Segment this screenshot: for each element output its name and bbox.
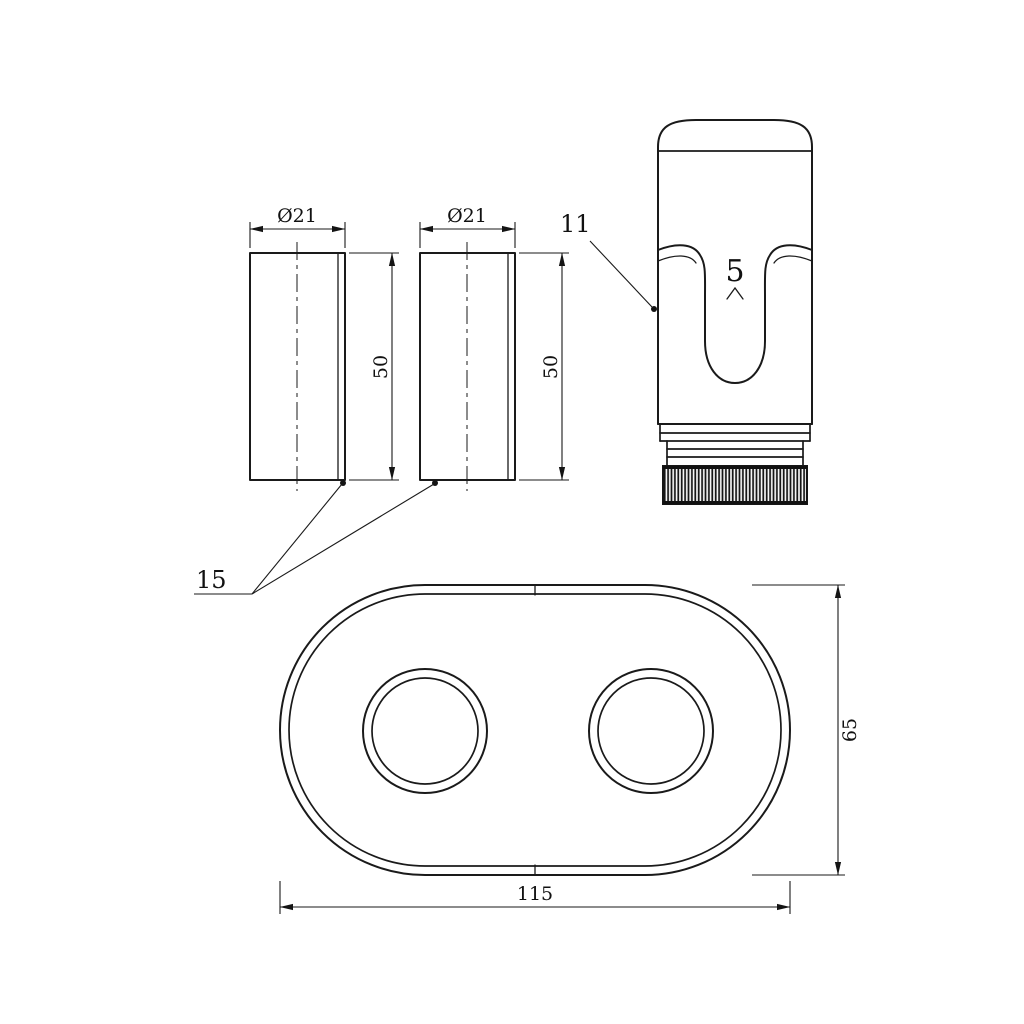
pipe-hole-left-inner [371, 677, 479, 785]
pipe-sleeve-left: Ø21 50 [249, 205, 399, 491]
dim-text-sleeve-right-length: 50 [540, 355, 562, 379]
indicator-mark [726, 286, 744, 300]
callout-head: 11 [560, 210, 657, 312]
leader-line [251, 483, 343, 595]
callout-sleeves: 15 [194, 480, 438, 595]
pipe-sleeve-right: Ø21 50 [419, 205, 569, 491]
knurled-ring-band [662, 465, 808, 505]
dim-sleeve-right-diameter: Ø21 [419, 205, 516, 248]
setting-window-outline [657, 244, 813, 384]
pipe-hole-right-outer [588, 668, 714, 794]
callout-15-text: 15 [196, 566, 227, 594]
dim-text-plate-width: 115 [517, 883, 553, 905]
pipe-hole-right-inner [597, 677, 705, 785]
dim-text-sleeve-left-length: 50 [370, 355, 392, 379]
dim-text-sleeve-right-diameter: Ø21 [447, 205, 487, 227]
dim-plate-height: 65 [752, 584, 861, 876]
setting-number-text: 5 [725, 254, 744, 289]
leader-dot [432, 480, 438, 486]
dim-sleeve-right-length: 50 [519, 252, 569, 481]
leader-line [589, 240, 653, 308]
callout-11-text: 11 [560, 210, 591, 238]
shell-shoulder-line-left [657, 255, 697, 264]
dim-text-plate-height: 65 [839, 718, 861, 742]
dim-sleeve-left-diameter: Ø21 [249, 205, 346, 248]
dim-sleeve-left-length: 50 [349, 252, 399, 481]
thermostatic-head: 5 [657, 119, 813, 505]
head-lower-rings [657, 423, 813, 467]
knurled-ring [662, 465, 808, 505]
dim-plate-width: 115 [279, 881, 791, 914]
rosette-plate: 115 65 [279, 584, 861, 914]
leader-dot [651, 306, 657, 312]
pipe-hole-left-outer [362, 668, 488, 794]
leader-dot [340, 480, 346, 486]
dim-text-sleeve-left-diameter: Ø21 [277, 205, 317, 227]
shell-shoulder-line-right [773, 255, 813, 264]
leader-line [251, 483, 435, 595]
head-body-outline [657, 119, 813, 425]
